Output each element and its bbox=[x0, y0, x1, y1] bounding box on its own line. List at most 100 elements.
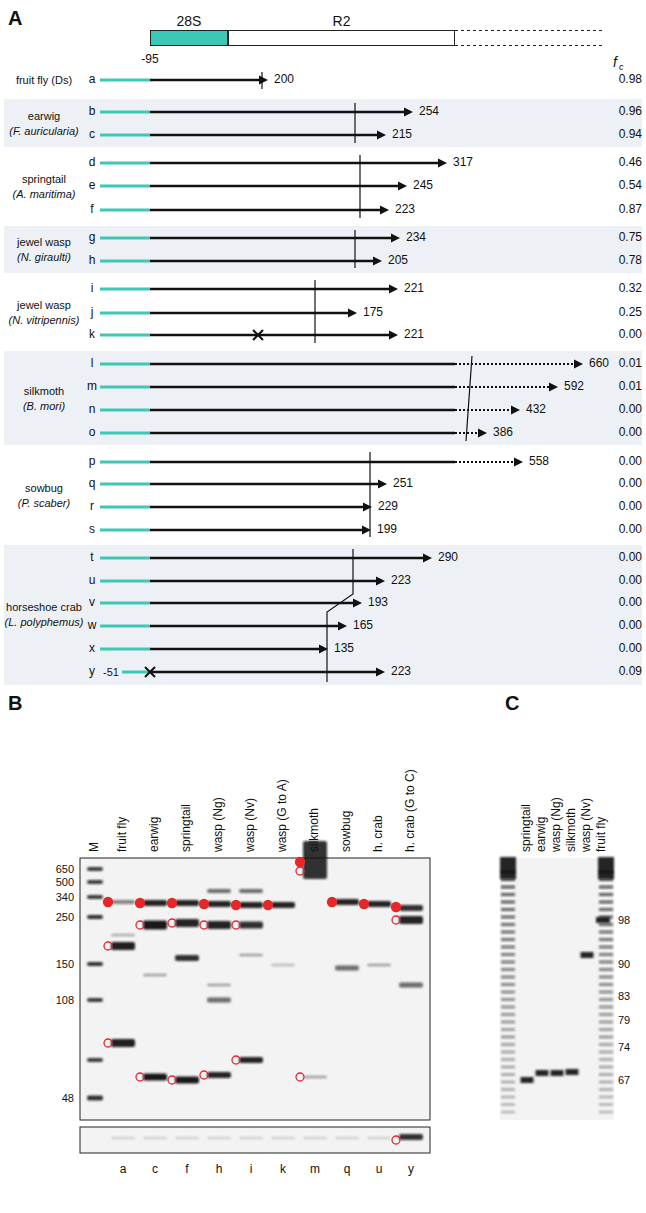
size-marker: 340 bbox=[56, 891, 74, 903]
gel-band bbox=[239, 902, 263, 908]
lane-label: silkmoth bbox=[308, 808, 321, 852]
r2-segment bbox=[150, 260, 376, 262]
gel-band bbox=[207, 889, 231, 893]
arrow-head bbox=[338, 622, 347, 631]
cleavage-circle bbox=[136, 921, 144, 929]
size-marker: 108 bbox=[56, 994, 74, 1006]
row-letter: v bbox=[89, 596, 95, 609]
row-letter: x bbox=[89, 642, 95, 655]
gel-band bbox=[501, 991, 515, 994]
rrna-segment bbox=[122, 671, 150, 674]
size-marker: 500 bbox=[56, 876, 74, 888]
gel-band bbox=[335, 899, 359, 905]
gel-band bbox=[175, 1077, 199, 1084]
arrow-head bbox=[478, 429, 487, 438]
cleavage-site-line bbox=[327, 549, 353, 682]
gel-band bbox=[303, 1076, 327, 1079]
gel-band bbox=[367, 901, 391, 907]
rrna-segment bbox=[100, 209, 150, 212]
gel-band bbox=[87, 1096, 103, 1101]
panel-letter: C bbox=[505, 692, 519, 714]
gel-band bbox=[599, 1006, 613, 1009]
row-letter: g bbox=[89, 231, 96, 244]
gel-band bbox=[143, 921, 167, 930]
cleavage-circle bbox=[168, 919, 176, 927]
lane-label: silkmoth bbox=[565, 808, 578, 852]
lane-letter: f bbox=[185, 1163, 188, 1176]
lane-letter: y bbox=[408, 1163, 414, 1176]
gel-band bbox=[599, 1111, 613, 1114]
length-number: 221 bbox=[404, 282, 424, 295]
gel-band bbox=[581, 952, 594, 958]
fraction-value: 0.00 bbox=[619, 328, 642, 341]
fraction-value: 0.96 bbox=[619, 105, 642, 118]
row-letter: f bbox=[90, 203, 93, 216]
row-letter: y bbox=[89, 665, 95, 678]
row-letter: a bbox=[89, 73, 96, 86]
box-heading: 28S bbox=[177, 14, 202, 29]
gel-band bbox=[399, 905, 423, 911]
arrow-head bbox=[389, 285, 398, 294]
species-label: fruit fly (Ds) bbox=[16, 74, 72, 86]
cleavage-circle bbox=[296, 867, 304, 875]
rrna-segment bbox=[100, 260, 150, 263]
gel-band bbox=[111, 1039, 135, 1047]
position-label: -95 bbox=[141, 53, 158, 66]
group-shading bbox=[4, 226, 642, 273]
lane-label: wasp (Ng) bbox=[550, 797, 563, 852]
fraction-value: 0.01 bbox=[619, 357, 642, 370]
lane-letter: a bbox=[120, 1163, 127, 1176]
gel-b bbox=[80, 841, 430, 1153]
rrna-segment bbox=[100, 625, 150, 628]
gel-band bbox=[599, 991, 613, 994]
row-letter: u bbox=[89, 574, 96, 587]
size-marker: 650 bbox=[56, 863, 74, 875]
gel-band bbox=[501, 1036, 515, 1039]
fraction-value: 0.00 bbox=[619, 523, 642, 536]
length-number: 193 bbox=[368, 596, 388, 609]
box-heading: R2 bbox=[333, 14, 351, 29]
length-number: 229 bbox=[378, 500, 398, 513]
bar-extension bbox=[455, 45, 605, 46]
size-marker: 48 bbox=[62, 1092, 74, 1104]
arrow-head bbox=[404, 108, 413, 117]
gel-band bbox=[599, 938, 613, 941]
full-length-dot bbox=[296, 858, 305, 867]
gel-band bbox=[501, 1096, 515, 1099]
cleavage-circle bbox=[392, 916, 400, 924]
gel-band bbox=[87, 867, 103, 871]
gel-band bbox=[335, 966, 359, 971]
gel-band bbox=[501, 1013, 515, 1016]
fraction-symbol: f bbox=[613, 55, 617, 70]
length-number: 223 bbox=[391, 665, 411, 678]
gel-band bbox=[599, 968, 613, 971]
gel-band bbox=[501, 961, 515, 964]
gel-band bbox=[521, 1077, 534, 1083]
lane-letter: c bbox=[152, 1163, 158, 1176]
full-length-dot bbox=[392, 903, 401, 912]
gel-band bbox=[501, 893, 515, 896]
arrow-head bbox=[353, 599, 362, 608]
gel-band bbox=[367, 964, 391, 967]
gel-band bbox=[87, 880, 103, 884]
lane-label: wasp (G to A) bbox=[276, 779, 289, 852]
lane-label: wasp (Ng) bbox=[212, 797, 225, 852]
gel-band bbox=[599, 1013, 613, 1016]
arrow-head bbox=[549, 383, 558, 392]
lane-letter: h bbox=[216, 1163, 223, 1176]
r2-segment bbox=[150, 386, 455, 388]
arrow-head bbox=[398, 182, 407, 191]
length-number: 254 bbox=[419, 105, 439, 118]
gel-band bbox=[599, 1051, 613, 1054]
gel-band bbox=[143, 974, 167, 977]
row-letter: m bbox=[87, 380, 97, 393]
arrow-head bbox=[511, 406, 520, 415]
r2-segment bbox=[150, 557, 426, 559]
r2-segment bbox=[150, 334, 392, 336]
gel-band bbox=[239, 1057, 263, 1063]
gel-band bbox=[399, 916, 423, 924]
species-label: (F. auricularia) bbox=[9, 125, 79, 137]
fraction-value: 0.00 bbox=[619, 477, 642, 490]
species-label: (A. maritima) bbox=[13, 188, 76, 200]
species-label: (N. vitripennis) bbox=[9, 314, 80, 326]
